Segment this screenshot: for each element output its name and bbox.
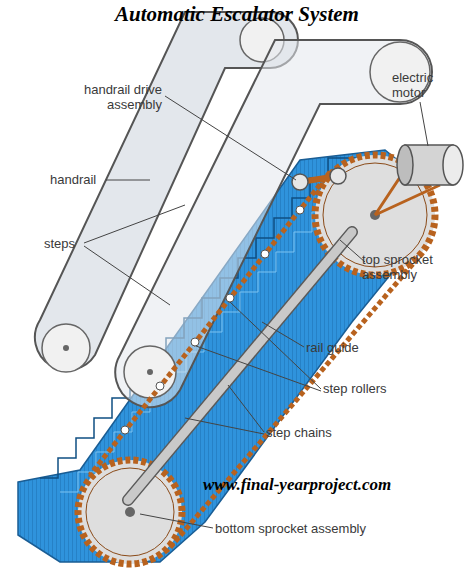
sprocket-hub: [125, 507, 135, 517]
step-chain: [168, 258, 418, 550]
leader-line: [165, 96, 296, 180]
sprocket-rim: [86, 468, 174, 556]
pulley-hub: [147, 369, 153, 375]
step-roller: [121, 426, 129, 434]
handrail-pulley: [124, 346, 176, 398]
motor-end: [397, 145, 413, 185]
leader-line: [185, 418, 264, 434]
leader-line: [84, 205, 185, 243]
part-label: bottom sprocket assembly: [215, 521, 415, 536]
step-roller: [226, 294, 234, 302]
leader-line: [340, 240, 365, 262]
diagram-title: Automatic Escalator System: [0, 2, 474, 27]
part-label: top sprocket assembly: [362, 252, 462, 282]
leader-lines: [84, 96, 428, 528]
handrail-drive-wheel: [330, 168, 346, 184]
rail-guide-outline: [128, 232, 352, 500]
part-label: steps: [44, 236, 94, 251]
leader-line: [84, 246, 170, 305]
part-label: step rollers: [323, 381, 413, 396]
leader-line: [262, 322, 304, 347]
part-label: handrail: [50, 172, 110, 187]
leader-line: [196, 346, 321, 391]
step-roller: [156, 382, 164, 390]
part-label: handrail drive assembly: [40, 82, 162, 112]
step-rollers: [121, 206, 304, 434]
part-label: step chains: [266, 425, 366, 440]
watermark: www.final-yearproject.com: [203, 475, 471, 495]
step-roller: [296, 206, 304, 214]
rail-guide: [128, 232, 352, 500]
leader-line: [420, 102, 428, 146]
handrail-pulley: [42, 324, 90, 372]
step-roller: [261, 250, 269, 258]
leader-line: [228, 385, 264, 432]
handrail-drive-wheel: [292, 174, 308, 190]
motor-end: [443, 145, 463, 185]
part-label: rail guide: [306, 340, 396, 355]
leader-line: [140, 514, 213, 528]
pulley-hub: [63, 345, 69, 351]
part-label: electric motor: [392, 70, 470, 100]
step-roller: [191, 338, 199, 346]
leader-line: [106, 180, 150, 181]
